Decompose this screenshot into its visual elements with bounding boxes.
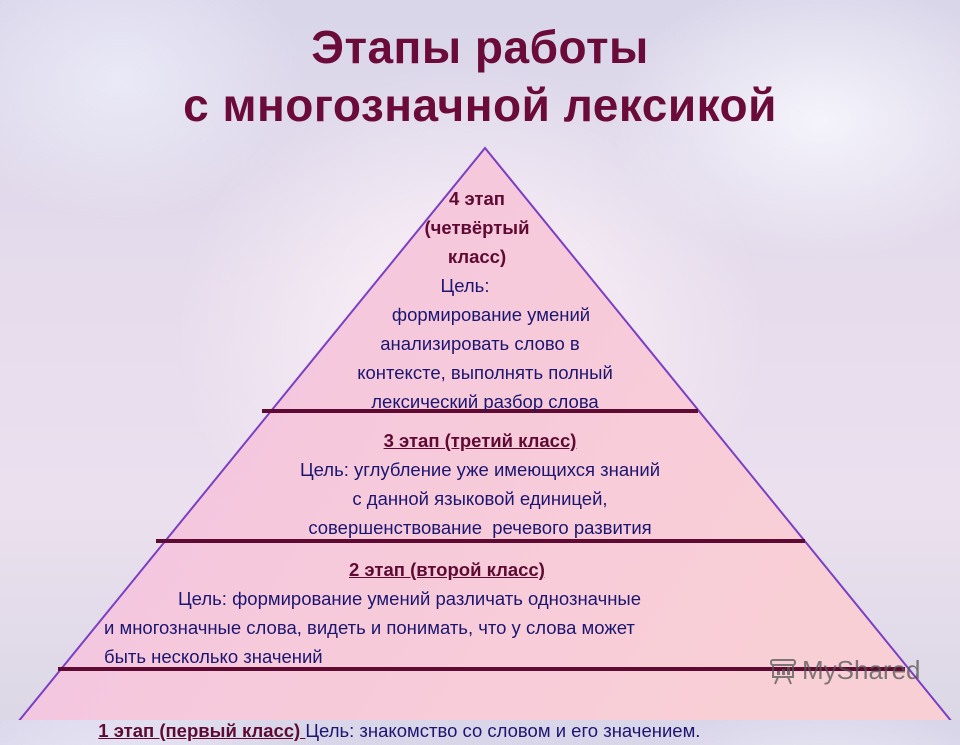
stage-3-goal-line: Цель: углубление уже имеющихся знаний <box>299 459 661 480</box>
stage-4-goal-line: формирование умений <box>391 304 591 325</box>
page-title: Этапы работы с многозначной лексикой <box>0 18 960 134</box>
stage-2-goal-line: Цель: формирование умений различать одно… <box>178 588 642 609</box>
tier-stage-3: 3 этап (третий класс) Цель: углубление у… <box>230 426 730 542</box>
stage-3-heading: 3 этап (третий класс) <box>383 430 577 451</box>
pyramid-shape <box>18 146 952 720</box>
stage-4-heading: 4 этап (четвёртый класс) <box>424 188 530 267</box>
title-line-2: с многозначной лексикой <box>183 79 777 131</box>
stage-4-goal-line: контексте, выполнять полный <box>357 362 613 383</box>
tier-stage-2: 2 этап (второй класс) Цель: формирование… <box>100 555 860 671</box>
stage-2-goal-line: быть несколько значений <box>104 646 323 667</box>
presentation-board-icon <box>770 658 796 684</box>
tier-stage-4: 4 этап (четвёртый класс) Цель: формирова… <box>300 184 670 416</box>
stage-2-heading: 2 этап (второй класс) <box>349 559 545 580</box>
stage-1-heading: 1 этап (первый класс) <box>98 720 306 741</box>
title-line-1: Этапы работы <box>311 21 649 73</box>
stage-4-goal-line: анализировать слово в <box>380 333 580 354</box>
stage-4-goal-label: Цель: <box>440 275 490 296</box>
watermark-text: MyShared <box>802 655 921 685</box>
stage-3-goal-line: с данной языковой единицей, <box>352 488 608 509</box>
pyramid-triangle <box>18 146 952 720</box>
stage-2-goal-line: и многозначные слова, видеть и понимать,… <box>104 617 635 638</box>
stage-1-goal: Цель: знакомство со словом и его значени… <box>305 720 701 741</box>
stage-3-goal-line: совершенствование речевого развития <box>308 517 652 538</box>
stage-4-goal-line: лексический разбор слова <box>371 391 599 412</box>
watermark: MyShared <box>768 655 921 686</box>
tier-stage-1: 1 этап (первый класс) Цель: знакомство с… <box>88 687 888 745</box>
